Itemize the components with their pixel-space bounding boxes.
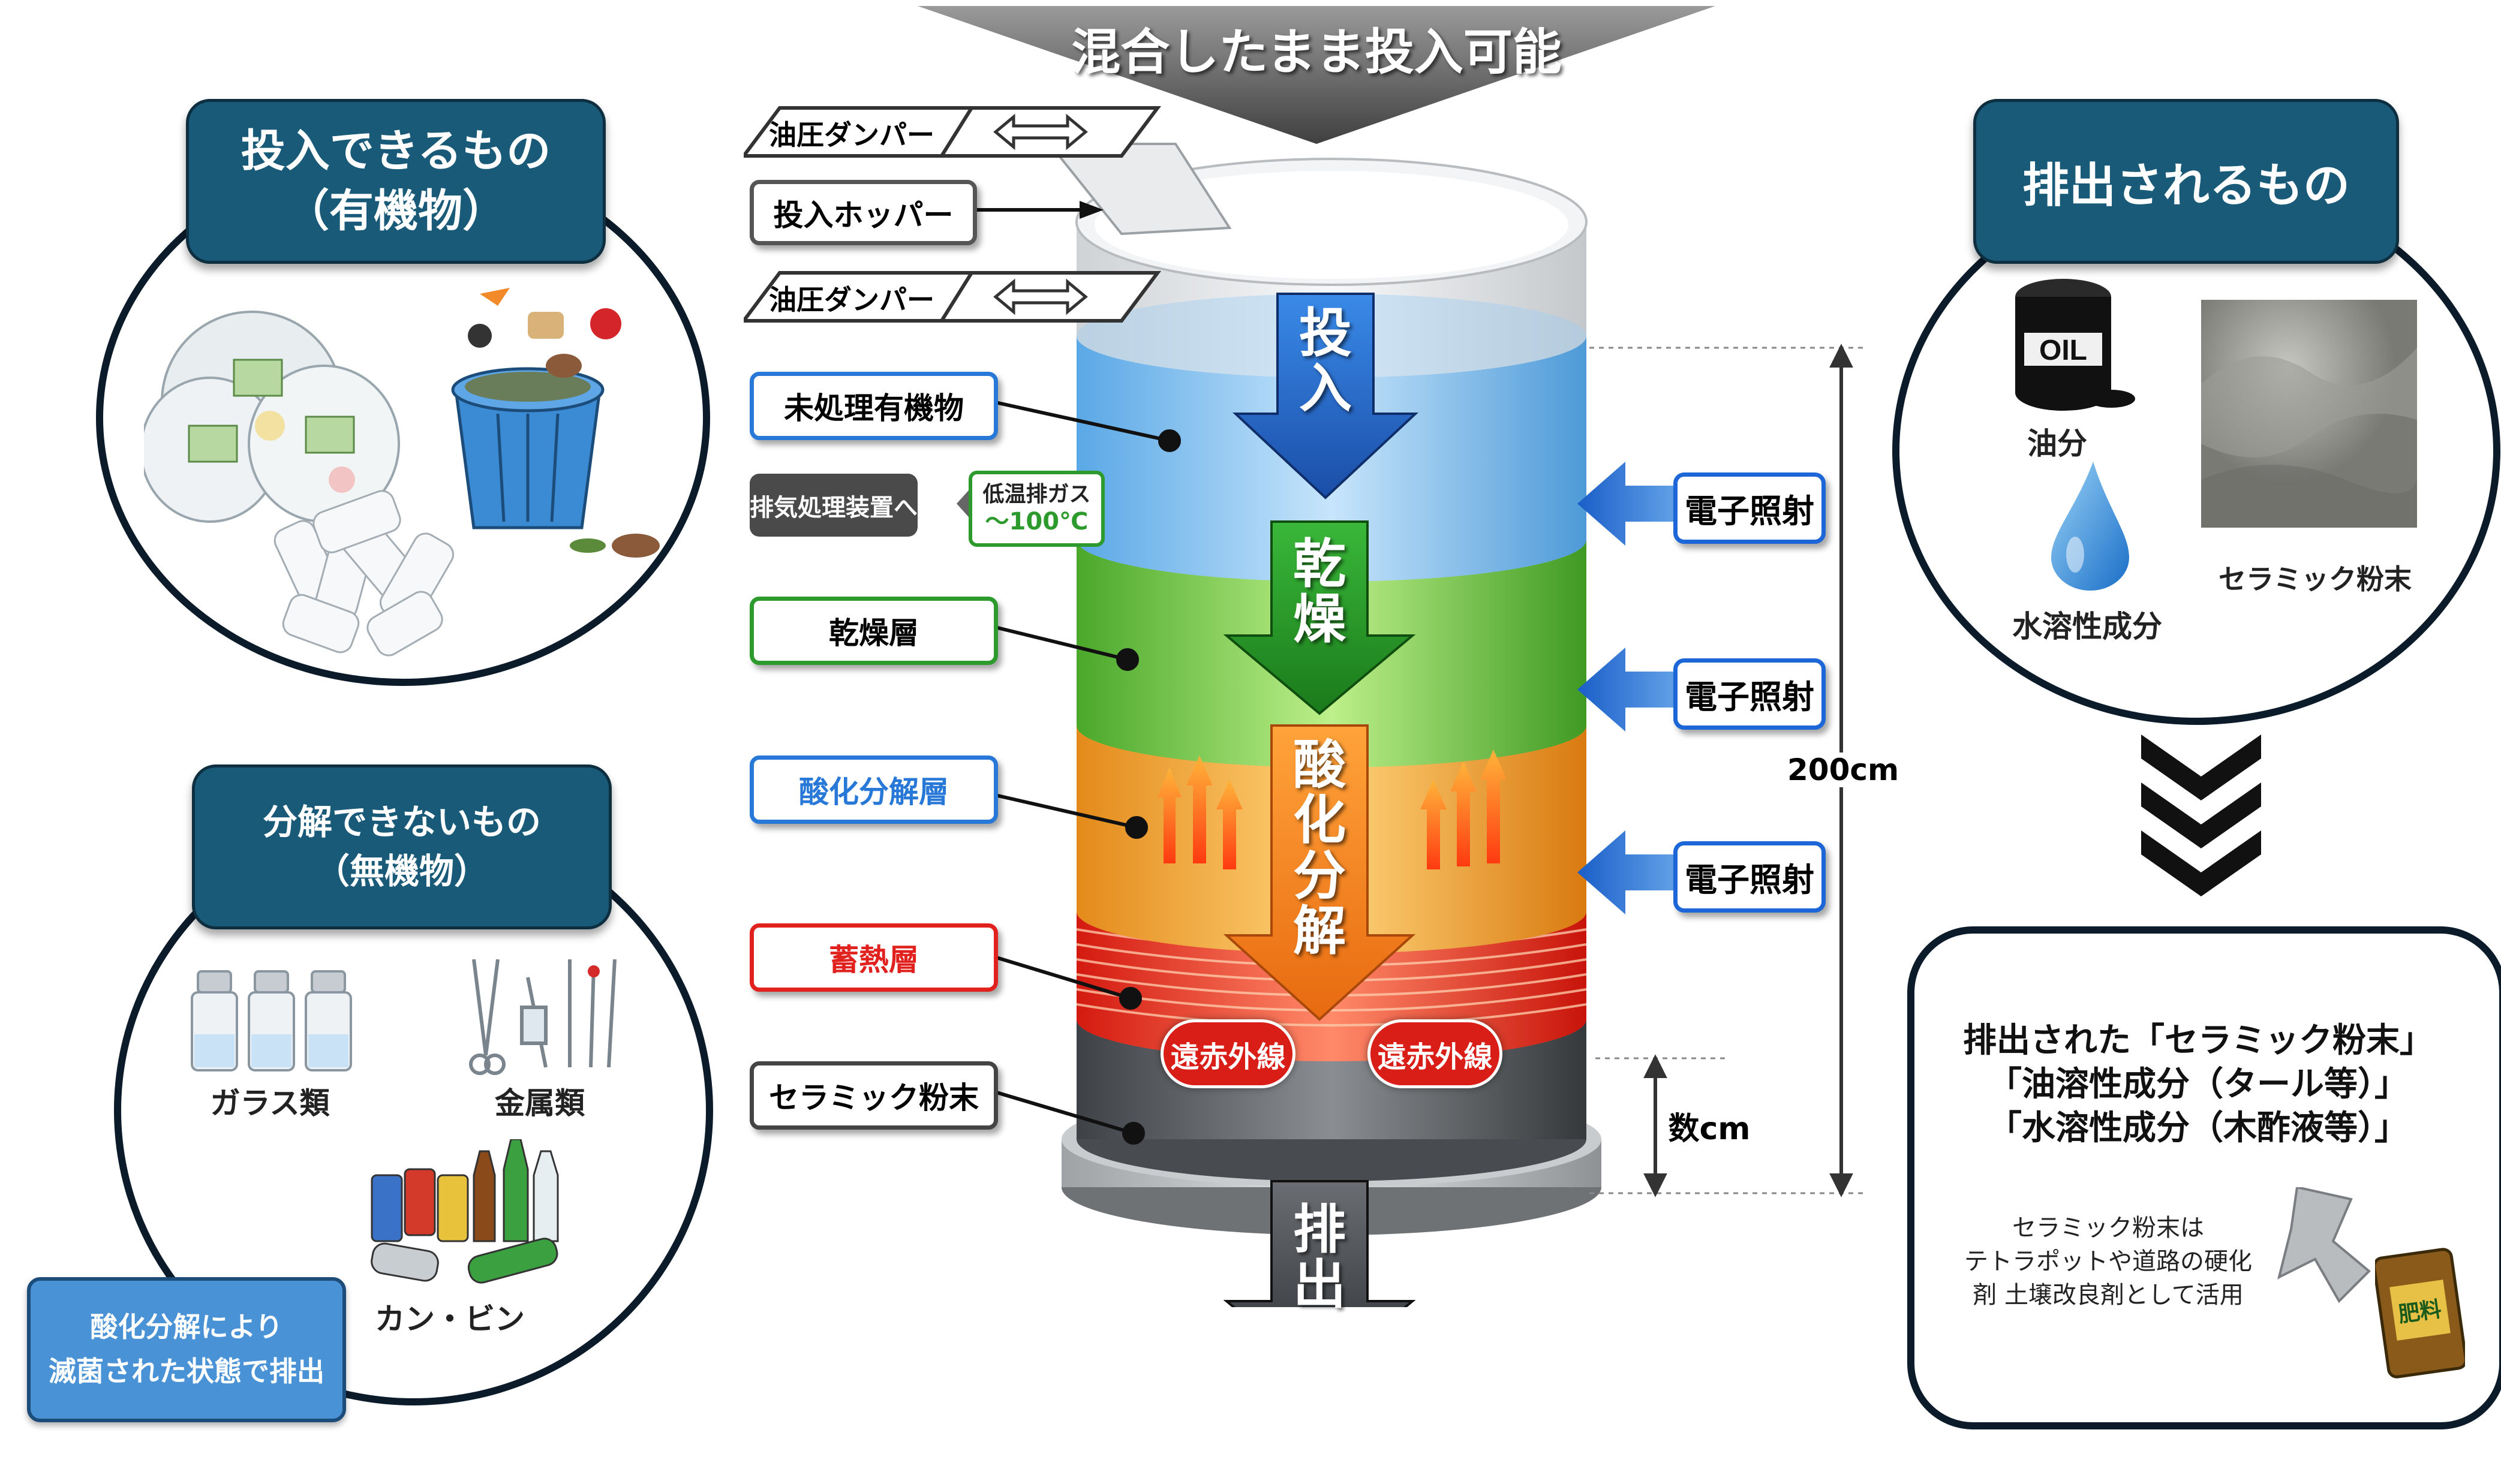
- input-arrow: [1232, 293, 1419, 499]
- ceramic-usage-line2: テトラポットや道路の硬化: [1964, 1248, 2252, 1275]
- food-scraps-icon: [468, 288, 660, 558]
- inorganic-title: 分解できないもの （無機物）: [192, 764, 612, 929]
- fertilizer-label: 肥料: [2397, 1297, 2443, 1328]
- discharge-arrow-text: 排出: [1292, 1199, 1346, 1316]
- trash-can-icon: [451, 367, 605, 529]
- irradiation-label-2: 電子照射: [1673, 658, 1826, 730]
- heat-storage-layer-label: 蓄熱層: [750, 923, 998, 992]
- sterilized-note-line1: 酸化分解により: [90, 1311, 283, 1344]
- inorganic-title-line2: （無機物）: [314, 850, 489, 892]
- inorganic-title-line1: 分解できないもの: [262, 802, 541, 843]
- height-total-label: 200cm: [1787, 752, 1899, 787]
- input-arrow-text: 投入: [1298, 302, 1352, 420]
- oxidation-arrow: [1223, 724, 1416, 1021]
- ceramic-layer-label: セラミック粉末: [750, 1061, 998, 1130]
- oxidation-arrow-text: 酸化分解: [1292, 734, 1346, 962]
- height-ceramic-label: 数cm: [1668, 1111, 1751, 1147]
- plastic-bottles-icon: [273, 490, 454, 657]
- far-infrared-right: 遠赤外線: [1367, 1019, 1502, 1088]
- metal-instruments-icon: [469, 959, 617, 1075]
- result-summary: 排出された「セラミック粉末」 「油溶性成分（タール等）」 「水溶性成分（木酢液等…: [1919, 1019, 2477, 1150]
- result-line1: 排出された「セラミック粉末」: [1963, 1021, 2433, 1060]
- organic-input-title-line1: 投入できるもの: [241, 125, 551, 177]
- cans-label: カン・ビン: [375, 1302, 525, 1336]
- sterilized-note: 酸化分解により 滅菌された状態で排出: [27, 1277, 346, 1422]
- low-temp-exhaust-gas: 低温排ガス ～100℃: [969, 471, 1105, 547]
- metal-label: 金属類: [495, 1086, 585, 1121]
- hopper-label: 投入ホッパー: [750, 180, 977, 245]
- oil-label: 油分: [2027, 426, 2087, 461]
- dry-arrow-text: 乾燥: [1292, 533, 1346, 651]
- ceramic-usage-note: セラミック粉末は テトラポットや道路の硬化 剤 土壌改良剤として活用: [1934, 1211, 2282, 1312]
- garbage-bag-icon: [144, 311, 400, 523]
- discharge-arrow: [1223, 1180, 1416, 1307]
- far-infrared-left: 遠赤外線: [1161, 1019, 1295, 1088]
- damper-top-label: 油圧ダンパー: [769, 119, 934, 151]
- tetrapod-icon: [2277, 1187, 2371, 1304]
- cans-bottles-icon: [371, 1139, 559, 1284]
- top-banner-arrow: [918, 6, 1715, 144]
- heat-arrows: [1158, 749, 1507, 869]
- irradiation-arrows: [1577, 462, 1709, 914]
- glass-vials-icon: [191, 970, 352, 1071]
- organic-input-title-line2: （有機物）: [285, 185, 507, 237]
- ceramic-usage-line3: 剤 土壌改良剤として活用: [1973, 1281, 2244, 1309]
- water-soluble-label: 水溶性成分: [2012, 609, 2162, 644]
- output-title: 排出されるもの: [1973, 99, 2399, 264]
- fertilizer-bag-icon: 肥料: [2375, 1248, 2465, 1378]
- oxidation-layer-label: 酸化分解層: [750, 755, 998, 824]
- output-title-text: 排出されるもの: [2022, 158, 2350, 213]
- damper-bottom-label: 油圧ダンパー: [769, 284, 934, 316]
- glass-label: ガラス類: [210, 1086, 330, 1121]
- label-connectors: [744, 106, 1181, 1145]
- ceramic-powder-photo: [2201, 300, 2417, 528]
- dry-arrow: [1223, 520, 1416, 715]
- result-line3: 「水溶性成分（木酢液等）」: [1988, 1108, 2408, 1148]
- water-drop-icon: [2051, 462, 2129, 591]
- oil-drum-icon: OIL: [2015, 279, 2135, 411]
- ceramic-powder-label: セラミック粉末: [2219, 563, 2412, 595]
- irradiation-label-3: 電子照射: [1673, 841, 1826, 913]
- exhaust-device-label: 排気処理装置へ: [750, 474, 918, 537]
- output-circle: [1892, 177, 2500, 725]
- chevron-down-icon: [2141, 735, 2261, 896]
- exhaust-gas-line1: 低温排ガス: [982, 481, 1091, 507]
- untreated-organic-label: 未処理有機物: [750, 372, 998, 440]
- result-line2: 「油溶性成分（タール等）」: [1988, 1064, 2408, 1104]
- top-banner-text: 混合したまま投入可能: [1071, 24, 1562, 81]
- irradiation-label-1: 電子照射: [1673, 472, 1826, 544]
- organic-input-title: 投入できるもの （有機物）: [186, 99, 606, 264]
- organic-waste-illustration: [144, 288, 660, 657]
- oil-drum-mark: OIL: [2039, 335, 2087, 366]
- sterilized-note-line2: 滅菌された状態で排出: [49, 1355, 324, 1387]
- ceramic-usage-line1: セラミック粉末は: [2012, 1214, 2204, 1242]
- exhaust-gas-line2: ～100℃: [985, 508, 1089, 536]
- dry-layer-label: 乾燥層: [750, 597, 998, 665]
- reactor-cylinder: [1050, 143, 1601, 1307]
